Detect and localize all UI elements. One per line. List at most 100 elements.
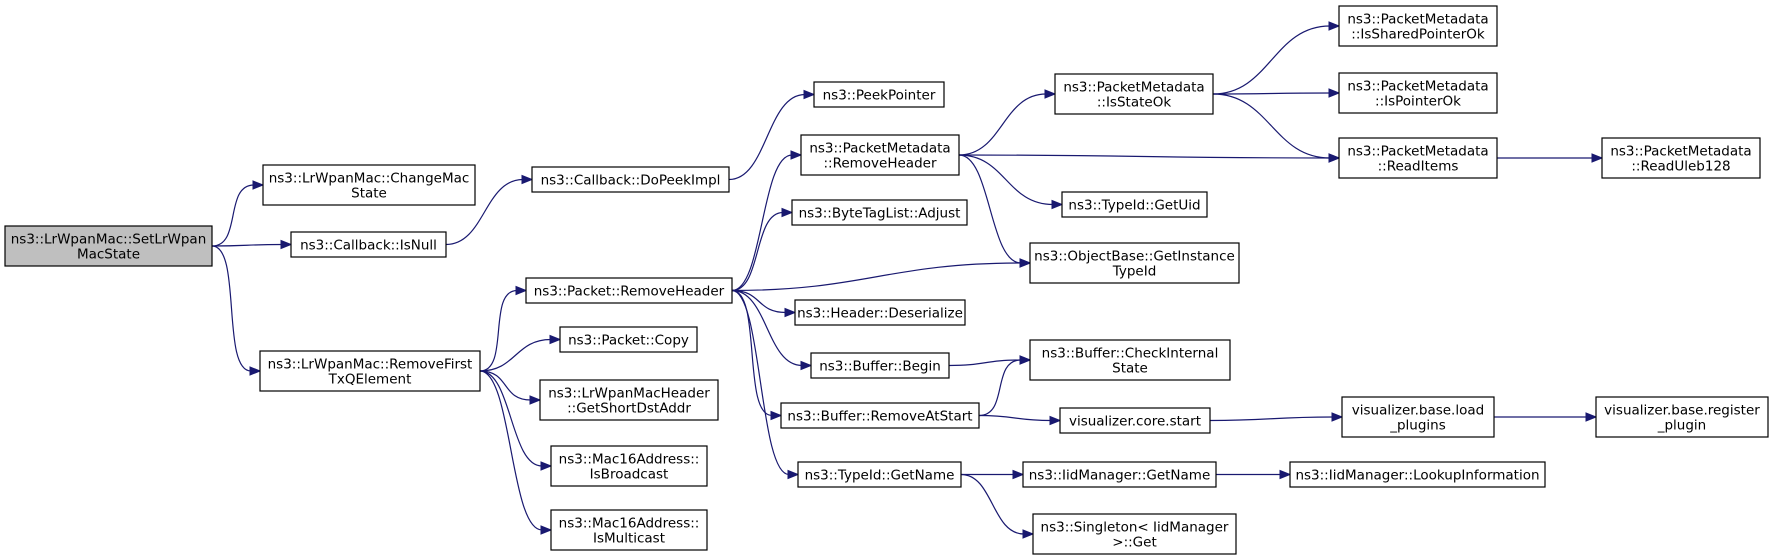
node-box	[259, 350, 481, 392]
edge-n0-to-n3	[211, 245, 252, 372]
arrowhead-n0-to-n1	[252, 180, 265, 190]
function-node[interactable]: ns3::ByteTagList::Adjust	[791, 199, 968, 226]
arrowhead-n3-to-n9	[540, 461, 553, 471]
arrowhead-n11-to-n19	[1019, 258, 1032, 268]
node-label: ns3::Packet::RemoveHeader	[534, 284, 725, 300]
function-node[interactable]: ns3::TypeId::GetUid	[1061, 191, 1208, 218]
node-box	[797, 461, 962, 488]
node-box	[813, 81, 945, 108]
node-box	[531, 166, 730, 193]
edge-n16-to-n23	[960, 473, 1025, 535]
edge-n6-to-n11	[731, 154, 793, 292]
node-label: ns3::TypeId::GetUid	[1068, 198, 1200, 214]
function-node[interactable]: ns3::Buffer::Begin	[810, 352, 950, 379]
function-node[interactable]: visualizer.base.load_plugins	[1341, 396, 1495, 438]
function-node[interactable]: ns3::LrWpanMacHeader::GetShortDstAddr	[539, 379, 719, 421]
edge-n3-to-n9	[479, 370, 543, 467]
node-box	[1061, 191, 1208, 218]
edge-n2-to-n4	[445, 178, 524, 246]
function-node[interactable]: ns3::Callback::DoPeekImpl	[531, 166, 730, 193]
function-node[interactable]: ns3::PacketMetadata::ReadUleb128	[1601, 137, 1761, 179]
node-label: ns3::Buffer::Begin	[819, 359, 941, 375]
node-label: ns3::PacketMetadata	[1347, 144, 1488, 160]
arrowhead-n3-to-n7	[549, 334, 562, 345]
arrowhead-n15-to-n21	[1049, 415, 1062, 426]
arrowhead-n3-to-n10	[540, 525, 553, 535]
node-label: ::ReadItems	[1378, 159, 1459, 175]
node-label: ns3::Mac16Address::	[559, 516, 700, 532]
node-box	[550, 509, 708, 551]
arrowhead-n6-to-n16	[787, 469, 800, 480]
arrowhead-n17-to-n25	[1328, 88, 1341, 98]
function-node[interactable]: ns3::PacketMetadata::IsPointerOk	[1338, 72, 1498, 114]
function-node[interactable]: ns3::Mac16Address::IsBroadcast	[550, 445, 708, 487]
node-label: IsBroadcast	[590, 467, 669, 483]
function-node[interactable]: ns3::PacketMetadata::IsStateOk	[1054, 73, 1214, 115]
function-node[interactable]: ns3::Buffer::RemoveAtStart	[780, 402, 980, 429]
node-label: ns3::Packet::Copy	[568, 333, 689, 349]
node-box	[791, 199, 968, 226]
node-box	[1338, 5, 1498, 47]
arrowhead-n17-to-n24	[1328, 21, 1341, 31]
arrowhead-n3-to-n6	[515, 285, 528, 296]
function-node[interactable]: ns3::PeekPointer	[813, 81, 945, 108]
node-label: ns3::PacketMetadata	[1610, 144, 1751, 160]
function-node[interactable]: ns3::IidManager::GetName	[1022, 461, 1217, 488]
node-box	[1338, 137, 1498, 179]
node-label: visualizer.core.start	[1069, 414, 1201, 430]
node-box	[539, 379, 719, 421]
node-label: State	[351, 186, 387, 202]
function-node[interactable]: ns3::PacketMetadata::RemoveHeader	[800, 134, 960, 176]
node-box	[262, 164, 476, 206]
node-box	[559, 326, 698, 353]
node-box	[1341, 396, 1495, 438]
node-label: ns3::PeekPointer	[823, 88, 936, 104]
node-label: ns3::PacketMetadata	[1347, 12, 1488, 28]
node-label: TypeId	[1112, 264, 1157, 280]
node-label: ns3::PacketMetadata	[1063, 80, 1204, 96]
node-box	[1595, 396, 1769, 438]
function-node[interactable]: ns3::Singleton< IidManager>::Get	[1032, 513, 1237, 555]
edge-n17-to-n25	[1212, 92, 1331, 95]
node-box	[1022, 461, 1217, 488]
function-node[interactable]: ns3::Header::Deserialize	[794, 299, 966, 326]
function-node[interactable]: ns3::IidManager::LookupInformation	[1289, 461, 1546, 488]
edge-n15-to-n21	[978, 414, 1052, 422]
node-label: ::IsSharedPointerOk	[1351, 27, 1485, 43]
node-box	[1601, 137, 1761, 179]
node-label: ns3::Header::Deserialize	[797, 306, 963, 322]
node-label: ns3::IidManager::LookupInformation	[1295, 468, 1539, 484]
node-label: ns3::IidManager::GetName	[1029, 468, 1211, 484]
edge-n0-to-n2	[211, 243, 283, 247]
node-box	[1059, 407, 1211, 434]
arrowhead-n11-to-n18	[1051, 199, 1064, 210]
edge-n3-to-n10	[479, 370, 543, 531]
node-box	[780, 402, 980, 429]
node-label: ns3::Buffer::CheckInternal	[1042, 346, 1219, 362]
function-node[interactable]: ns3::Mac16Address::IsMulticast	[550, 509, 708, 551]
node-box	[810, 352, 950, 379]
function-node[interactable]: ns3::PacketMetadata::ReadItems	[1338, 137, 1498, 179]
function-node[interactable]: ns3::Packet::Copy	[559, 326, 698, 353]
node-box	[1289, 461, 1546, 488]
node-label: _plugin	[1657, 418, 1707, 434]
function-node[interactable]: visualizer.core.start	[1059, 407, 1211, 434]
function-node[interactable]: visualizer.base.register_plugin	[1595, 396, 1769, 438]
arrowhead-n0-to-n3	[249, 366, 262, 376]
function-node[interactable]: ns3::PacketMetadata::IsSharedPointerOk	[1338, 5, 1498, 47]
node-box	[550, 445, 708, 487]
function-node[interactable]: ns3::Packet::RemoveHeader	[525, 277, 733, 304]
function-node[interactable]: ns3::TypeId::GetName	[797, 461, 962, 488]
arrowhead-n2-to-n4	[521, 174, 534, 185]
arrowhead-n16-to-n22	[1012, 469, 1025, 480]
node-label: ::IsStateOk	[1097, 95, 1171, 111]
node-box	[1029, 242, 1240, 284]
node-label: State	[1112, 361, 1148, 377]
function-node[interactable]: ns3::Callback::IsNull	[290, 231, 447, 258]
